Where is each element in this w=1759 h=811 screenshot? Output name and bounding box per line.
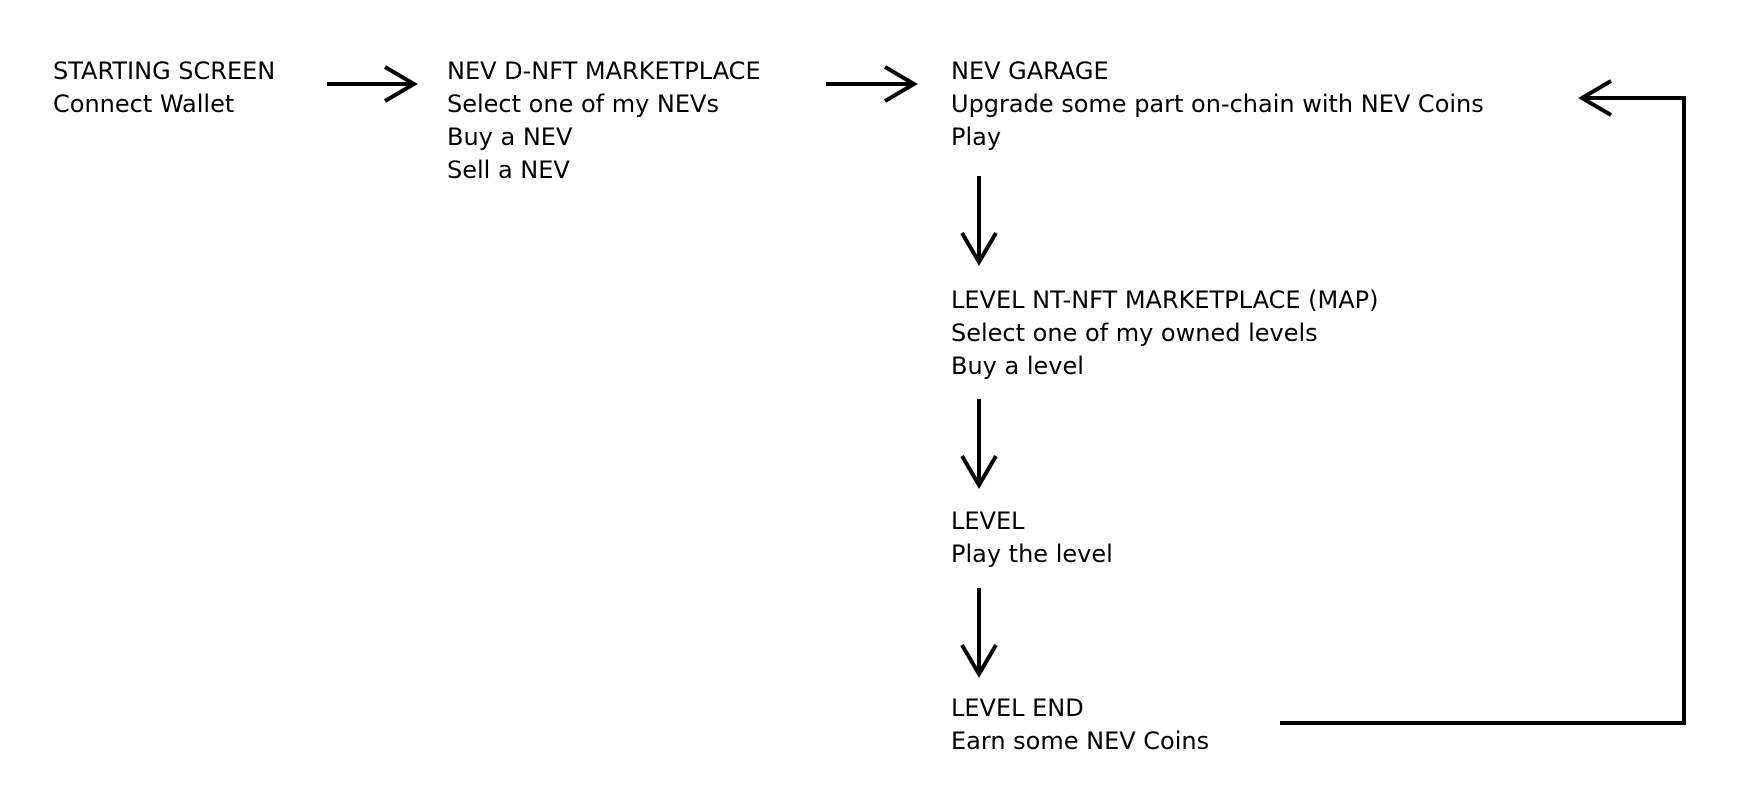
node-line: Buy a NEV	[447, 123, 573, 151]
arrow-level-marketplace-to-level	[960, 399, 998, 489]
node-nev-marketplace: NEV D-NFT MARKETPLACE Select one of my N…	[447, 55, 761, 187]
node-line: Play	[951, 123, 1002, 151]
arrow-marketplace-to-garage	[826, 65, 918, 103]
node-title: LEVEL	[951, 507, 1025, 535]
node-line: Upgrade some part on-chain with NEV Coin…	[951, 90, 1484, 118]
arrow-level-to-level-end	[960, 588, 998, 678]
arrow-garage-to-level-marketplace	[960, 176, 998, 266]
node-title: NEV D-NFT MARKETPLACE	[447, 57, 761, 85]
node-nev-garage: NEV GARAGE Upgrade some part on-chain wi…	[951, 55, 1484, 154]
node-title: NEV GARAGE	[951, 57, 1109, 85]
node-level-end: LEVEL END Earn some NEV Coins	[951, 692, 1209, 758]
node-line: Buy a level	[951, 352, 1084, 380]
node-line: Play the level	[951, 540, 1113, 568]
node-line: Connect Wallet	[53, 90, 235, 118]
node-level: LEVEL Play the level	[951, 505, 1113, 571]
node-line: Select one of my owned levels	[951, 319, 1318, 347]
node-line: Earn some NEV Coins	[951, 727, 1210, 755]
node-title: LEVEL END	[951, 694, 1084, 722]
node-line: Select one of my NEVs	[447, 90, 719, 118]
node-title: STARTING SCREEN	[53, 57, 276, 85]
node-title: LEVEL NT-NFT MARKETPLACE (MAP)	[951, 286, 1379, 314]
arrow-start-to-marketplace	[327, 65, 418, 103]
node-level-marketplace: LEVEL NT-NFT MARKETPLACE (MAP) Select on…	[951, 284, 1378, 383]
arrow-level-end-to-garage	[1280, 79, 1686, 725]
node-starting-screen: STARTING SCREEN Connect Wallet	[53, 55, 275, 121]
node-line: Sell a NEV	[447, 156, 570, 184]
